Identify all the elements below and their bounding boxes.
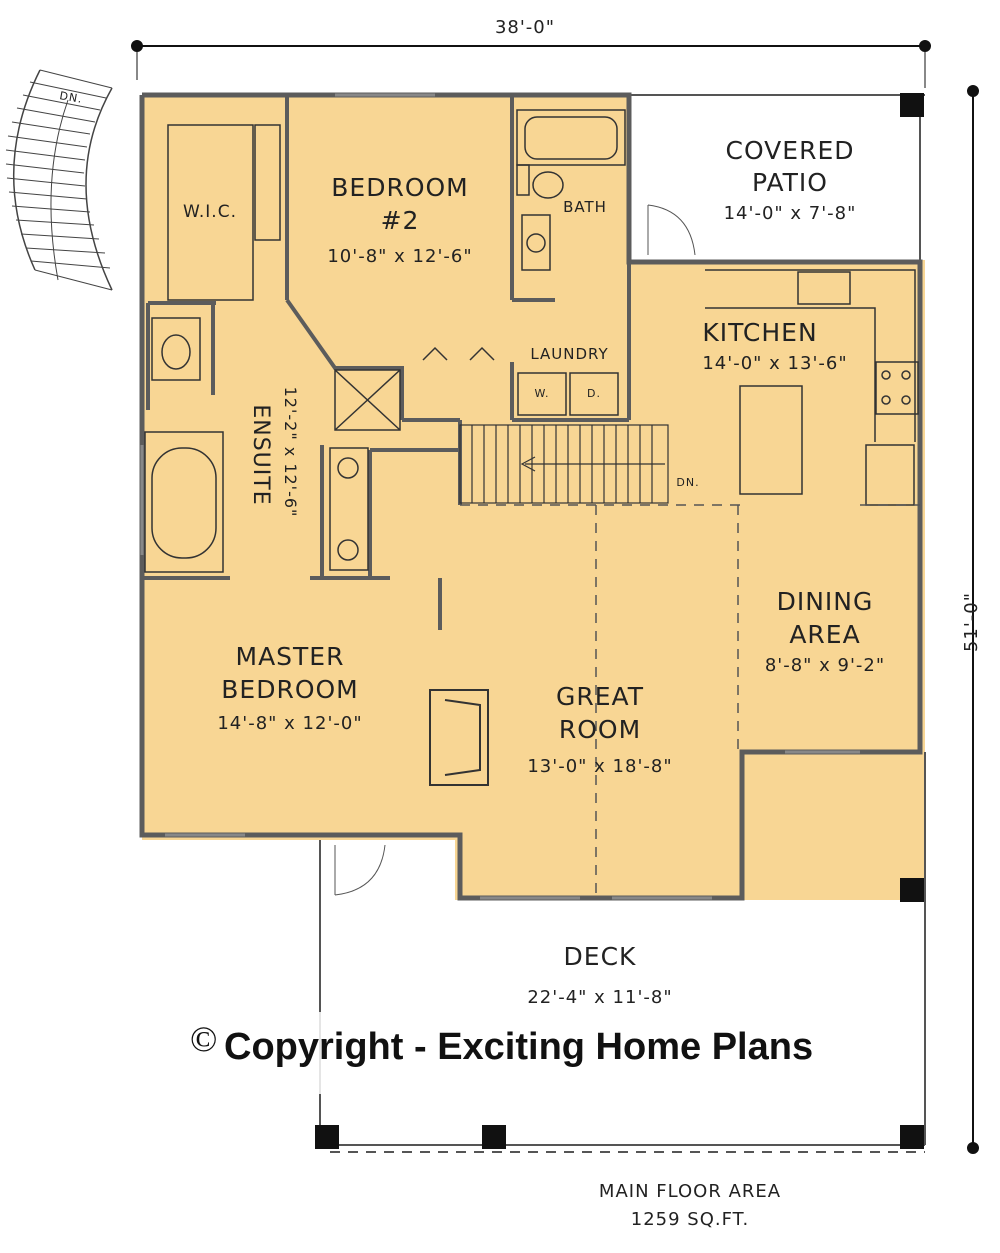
depth-dimension-line bbox=[967, 85, 979, 1154]
fireplace bbox=[429, 689, 489, 786]
kitchen-fixtures bbox=[705, 269, 919, 506]
great-room-name-1: GREAT bbox=[556, 682, 644, 711]
ensuite-size: 12'-2" x 12'-6" bbox=[281, 386, 300, 518]
wic-label: W.I.C. bbox=[183, 202, 237, 222]
washer-label: W. bbox=[534, 387, 550, 400]
copyright-banner: Copyright - Exciting Home Plans bbox=[180, 1012, 860, 1094]
bedroom2-number: #2 bbox=[380, 206, 420, 235]
overall-width-label: 38'-0" bbox=[494, 17, 556, 38]
dining-name-2: AREA bbox=[789, 620, 861, 649]
floor-area-title: MAIN FLOOR AREA bbox=[598, 1181, 782, 1202]
exterior-walls bbox=[139, 92, 923, 901]
interior-stair-dn-label: DN. bbox=[676, 476, 700, 489]
room-divider-dashes bbox=[460, 504, 920, 895]
great-room-name-2: ROOM bbox=[558, 715, 642, 744]
master-name-2: BEDROOM bbox=[221, 675, 359, 704]
laundry-fixtures bbox=[422, 346, 619, 416]
covered-patio-name-2: PATIO bbox=[752, 168, 828, 197]
deck-posts bbox=[315, 93, 924, 1149]
great-room-size: 13'-0" x 18'-8" bbox=[527, 756, 673, 777]
window-marks bbox=[140, 93, 860, 900]
width-dimension-line bbox=[131, 40, 931, 88]
master-size: 14'-8" x 12'-0" bbox=[217, 713, 363, 734]
overall-depth-label: 51'-0" bbox=[961, 591, 982, 653]
copyright-text: Copyright - Exciting Home Plans bbox=[224, 1026, 814, 1068]
covered-patio-name-1: COVERED bbox=[725, 136, 855, 165]
bath-fixtures bbox=[516, 109, 626, 271]
dining-size: 8'-8" x 9'-2" bbox=[764, 655, 886, 676]
deck-outline bbox=[319, 752, 926, 1153]
master-name-1: MASTER bbox=[235, 642, 345, 671]
deck-name: DECK bbox=[563, 942, 637, 971]
dining-name-1: DINING bbox=[776, 587, 874, 616]
copyright-symbol: © bbox=[190, 1019, 218, 1059]
kitchen-name: KITCHEN bbox=[702, 318, 818, 347]
interior-stair bbox=[459, 424, 669, 504]
deck-size: 22'-4" x 11'-8" bbox=[527, 987, 673, 1008]
ensuite-name: ENSUITE bbox=[248, 404, 273, 506]
kitchen-size: 14'-0" x 13'-6" bbox=[702, 353, 848, 374]
bedroom2-size: 10'-8" x 12'-6" bbox=[327, 246, 473, 267]
dryer-label: D. bbox=[587, 387, 601, 400]
covered-patio-size: 14'-0" x 7'-8" bbox=[723, 203, 857, 224]
laundry-label: LAUNDRY bbox=[530, 345, 609, 363]
room-fills bbox=[142, 95, 925, 900]
floor-area-value: 1259 SQ.FT. bbox=[630, 1209, 750, 1230]
ensuite-fixtures bbox=[144, 317, 401, 573]
exterior-curved-stair bbox=[5, 69, 113, 291]
bedroom2-name: BEDROOM bbox=[331, 173, 469, 202]
bath-label: BATH bbox=[563, 198, 607, 216]
wic-fixtures bbox=[167, 124, 281, 301]
